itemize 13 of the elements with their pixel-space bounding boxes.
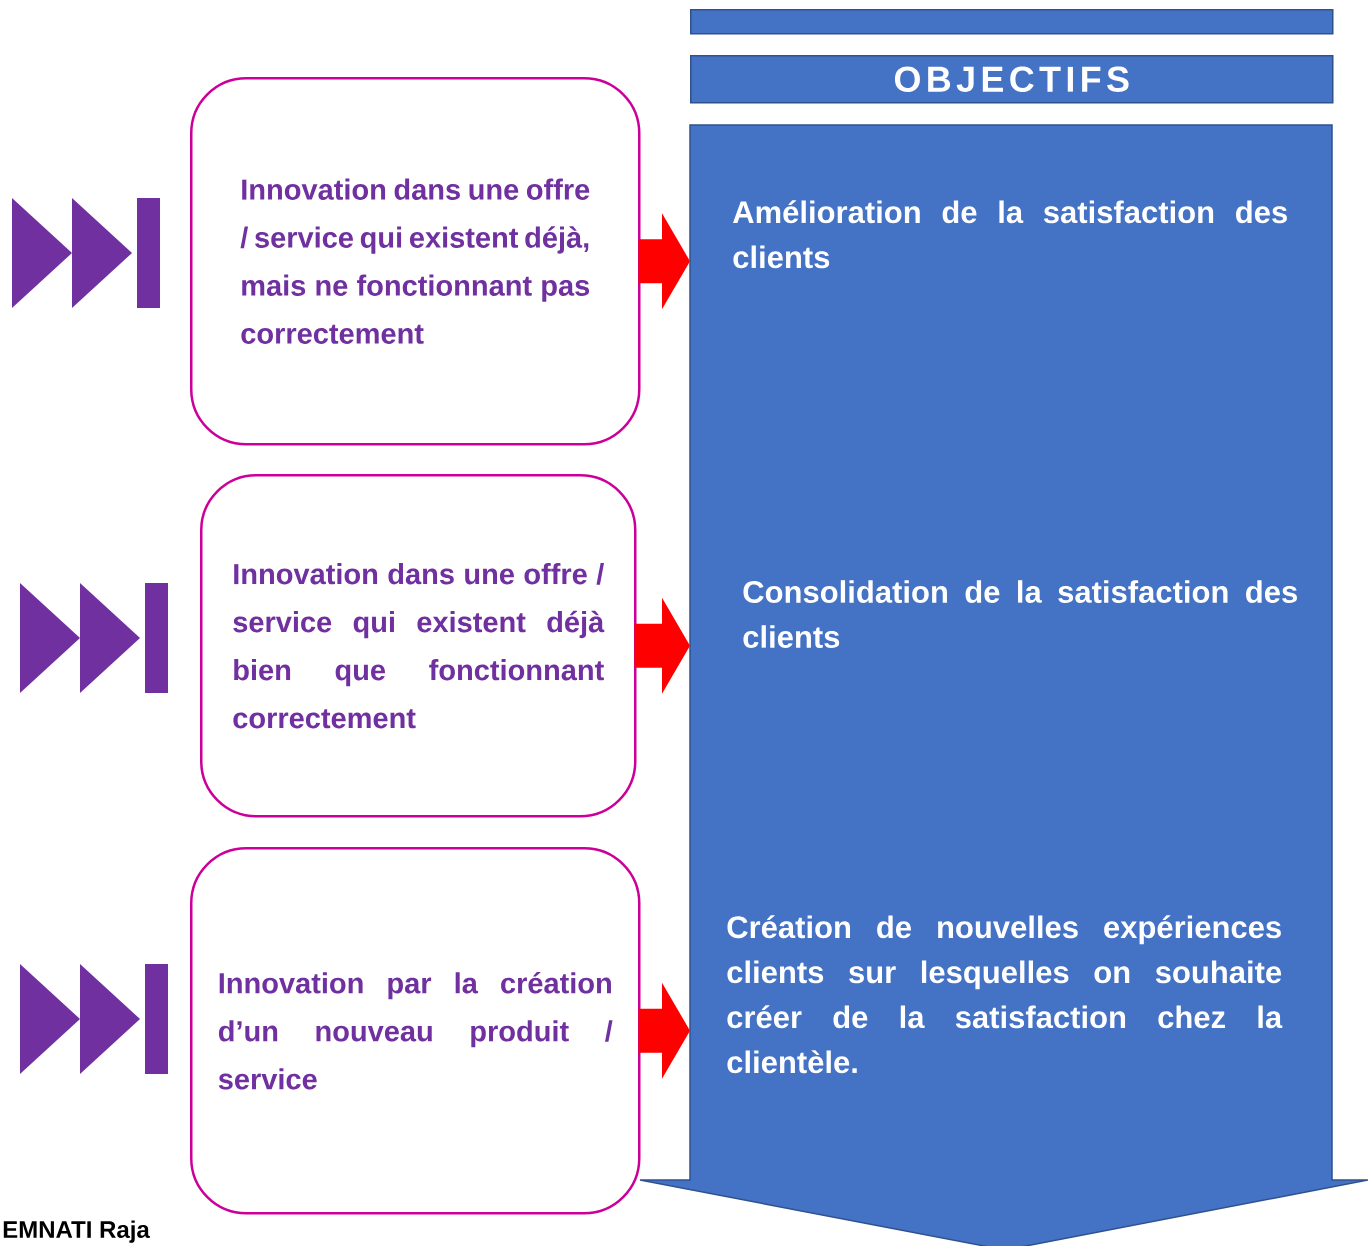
author-name: EMNATI Raja [3,1220,150,1243]
objective-text: Consolidation de la satisfaction des clients [743,580,1297,648]
block-arrow [638,982,690,1079]
rounded-box: Innovation dans une offre / service qui existent déjà bien que fonctionnant correctement [200,474,637,818]
rounded-box: Innovation dans une offre / service qui existent déjà, mais ne fonctionnant pas correctement [190,77,641,446]
block-arrow [638,213,690,310]
heading-bar: OBJECTIFS [690,55,1334,104]
down-arrow-block [639,124,1368,1246]
block-arrow [634,597,690,694]
rounded-box: Innovation par la création d’un nouveau produit / service [190,847,641,1215]
header-bar [690,9,1334,35]
objective-text: Création de nouvelles expériences clients sur lesquelles on souhaite créer de la satisfaction chez la clientèle. [727,915,1283,1074]
objective-text: Amélioration de la satisfaction des clients [733,200,1287,269]
